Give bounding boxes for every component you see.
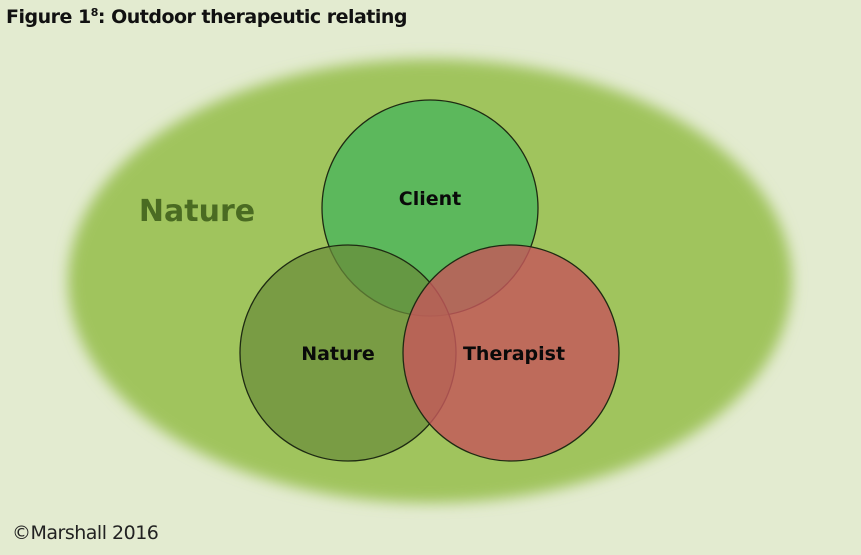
circle-therapist [402, 244, 620, 462]
therapist-label: Therapist [463, 343, 565, 365]
client-label: Client [399, 188, 461, 210]
copyright-notice: ©Marshall 2016 [12, 522, 159, 544]
nature-label: Nature [301, 343, 375, 365]
title-prefix: Figure 1 [6, 6, 91, 28]
outer-nature-label: Nature [139, 194, 255, 229]
title-superscript: 8 [90, 6, 99, 19]
venn-circles [239, 99, 620, 462]
title-suffix: : Outdoor therapeutic relating [97, 6, 408, 28]
figure-title: Figure 18: Outdoor therapeutic relating [6, 6, 408, 28]
